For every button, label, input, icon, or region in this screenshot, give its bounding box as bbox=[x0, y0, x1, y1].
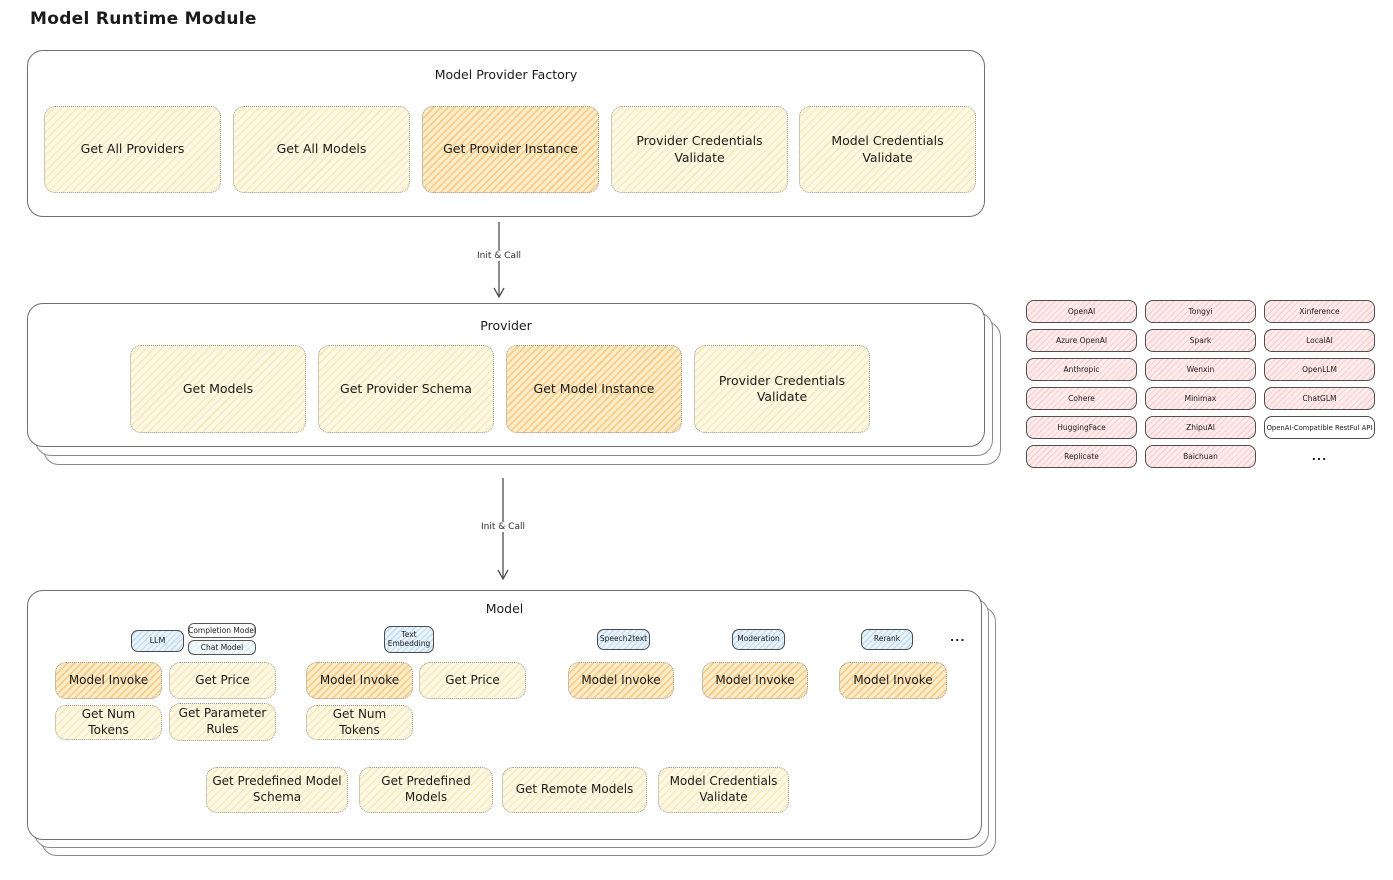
node-embedding-model-invoke: Model Invoke bbox=[306, 662, 413, 699]
provider-chip: Tongyi bbox=[1145, 300, 1256, 323]
factory-container: Model Provider Factory Get All Providers… bbox=[27, 50, 985, 217]
tag-text-embedding: Text Embedding bbox=[384, 626, 434, 653]
provider-chip: LocalAI bbox=[1264, 329, 1375, 352]
node-model-credentials-validate: Model Credentials Validate bbox=[799, 106, 976, 193]
provider-chip: Cohere bbox=[1026, 387, 1137, 410]
more-ellipsis: ... bbox=[950, 631, 966, 644]
node-get-provider-instance: Get Provider Instance bbox=[422, 106, 599, 193]
provider-title: Provider bbox=[480, 318, 532, 333]
provider-chip: Xinference bbox=[1264, 300, 1375, 323]
node-llm-model-invoke: Model Invoke bbox=[55, 662, 162, 699]
node-provider-credentials-validate-2: Provider Credentials Validate bbox=[694, 345, 870, 433]
page-title: Model Runtime Module bbox=[30, 9, 257, 29]
tag-rerank: Rerank bbox=[861, 629, 913, 650]
provider-chip: Minimax bbox=[1145, 387, 1256, 410]
tag-moderation: Moderation bbox=[732, 629, 785, 650]
provider-chip: ZhipuAI bbox=[1145, 416, 1256, 439]
init-call-label-1: Init & Call bbox=[472, 251, 526, 261]
tag-completion-model: Completion Model bbox=[188, 623, 256, 638]
model-title: Model bbox=[485, 601, 524, 616]
node-get-all-models: Get All Models bbox=[233, 106, 410, 193]
node-get-model-instance: Get Model Instance bbox=[506, 345, 682, 433]
node-get-predefined-model-schema: Get Predefined Model Schema bbox=[206, 767, 348, 813]
node-llm-get-parameter-rules: Get Parameter Rules bbox=[169, 703, 276, 741]
factory-title: Model Provider Factory bbox=[434, 67, 578, 82]
node-get-all-providers: Get All Providers bbox=[44, 106, 221, 193]
node-llm-get-num-tokens: Get Num Tokens bbox=[55, 705, 162, 740]
node-rerank-model-invoke: Model Invoke bbox=[839, 662, 947, 699]
provider-chip: ChatGLM bbox=[1264, 387, 1375, 410]
node-llm-get-price: Get Price bbox=[169, 662, 276, 699]
tag-llm: LLM bbox=[131, 630, 184, 652]
more-ellipsis: ... bbox=[1311, 450, 1328, 463]
node-embedding-get-num-tokens: Get Num Tokens bbox=[306, 705, 413, 740]
provider-chip: Wenxin bbox=[1145, 358, 1256, 381]
provider-chip: HuggingFace bbox=[1026, 416, 1137, 439]
node-speech2text-model-invoke: Model Invoke bbox=[568, 662, 674, 699]
provider-chip: Azure OpenAI bbox=[1026, 329, 1137, 352]
init-call-label-2: Init & Call bbox=[476, 522, 530, 532]
node-model-credentials-validate-2: Model Credentials Validate bbox=[658, 767, 789, 813]
node-moderation-model-invoke: Model Invoke bbox=[702, 662, 808, 699]
node-embedding-get-price: Get Price bbox=[419, 662, 526, 699]
node-get-models: Get Models bbox=[130, 345, 306, 433]
provider-chip: OpenAI-Compatible RestFul API bbox=[1264, 416, 1375, 439]
provider-list: OpenAI Tongyi Xinference Azure OpenAI Sp… bbox=[1026, 300, 1375, 468]
provider-chip: Spark bbox=[1145, 329, 1256, 352]
tag-chat-model: Chat Model bbox=[188, 640, 256, 655]
node-provider-credentials-validate: Provider Credentials Validate bbox=[611, 106, 788, 193]
provider-chip: Replicate bbox=[1026, 445, 1137, 468]
provider-chip: Baichuan bbox=[1145, 445, 1256, 468]
provider-chip: OpenLLM bbox=[1264, 358, 1375, 381]
node-get-remote-models: Get Remote Models bbox=[502, 767, 647, 813]
model-container: Model LLM Completion Model Chat Model Te… bbox=[27, 590, 982, 840]
node-get-predefined-models: Get Predefined Models bbox=[359, 767, 493, 813]
provider-chip: Anthropic bbox=[1026, 358, 1137, 381]
provider-chip: OpenAI bbox=[1026, 300, 1137, 323]
provider-container: Provider Get Models Get Provider Schema … bbox=[27, 303, 985, 447]
tag-speech2text: Speech2text bbox=[597, 629, 650, 650]
node-get-provider-schema: Get Provider Schema bbox=[318, 345, 494, 433]
